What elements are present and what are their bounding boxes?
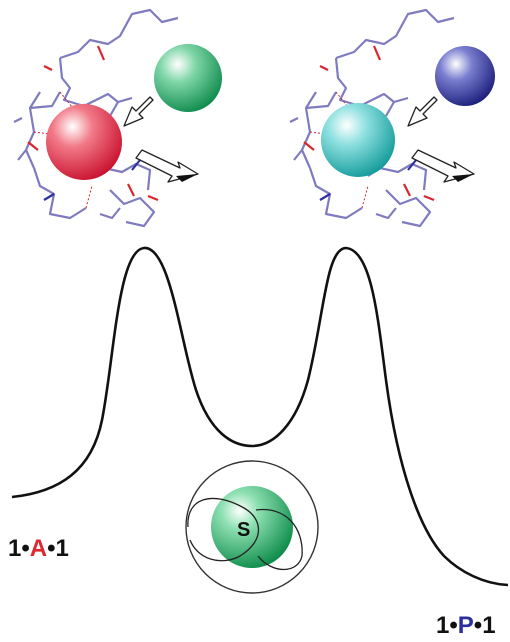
left-label-dot2: •	[47, 535, 56, 562]
s-sphere	[211, 486, 293, 568]
red-guest-sphere	[46, 104, 122, 180]
s-sphere-group	[185, 460, 319, 594]
left-state-label: 1•A•1	[8, 535, 69, 563]
energy-profile-curve	[11, 246, 509, 587]
left-label-letter: A	[29, 535, 48, 562]
blue-guest-sphere	[435, 46, 495, 106]
orbit-right-arc	[255, 508, 303, 570]
left-label-pre: 1	[8, 535, 22, 562]
exit-arrow-right-shadow	[452, 174, 474, 182]
entry-arrow-right	[407, 96, 475, 183]
left-label-dot1: •	[21, 535, 30, 562]
left-label-post: 1	[55, 535, 69, 562]
right-label-pre: 1	[436, 612, 450, 639]
right-label-post: 1	[482, 612, 496, 639]
right-label-dot2: •	[473, 612, 483, 639]
molecular-capsule-right	[289, 8, 455, 228]
right-state-label: 1•P•1	[436, 612, 496, 640]
exit-arrow-left-shadow	[176, 174, 198, 182]
outer-ring	[185, 460, 319, 594]
entry-arrow-left	[123, 96, 199, 183]
orbit-left-arc	[187, 497, 259, 562]
green-guest-sphere	[154, 44, 222, 112]
right-label-letter: P	[457, 612, 474, 639]
s-sphere-label: S	[237, 519, 251, 541]
teal-guest-sphere	[321, 103, 395, 177]
right-label-dot1: •	[449, 612, 458, 639]
